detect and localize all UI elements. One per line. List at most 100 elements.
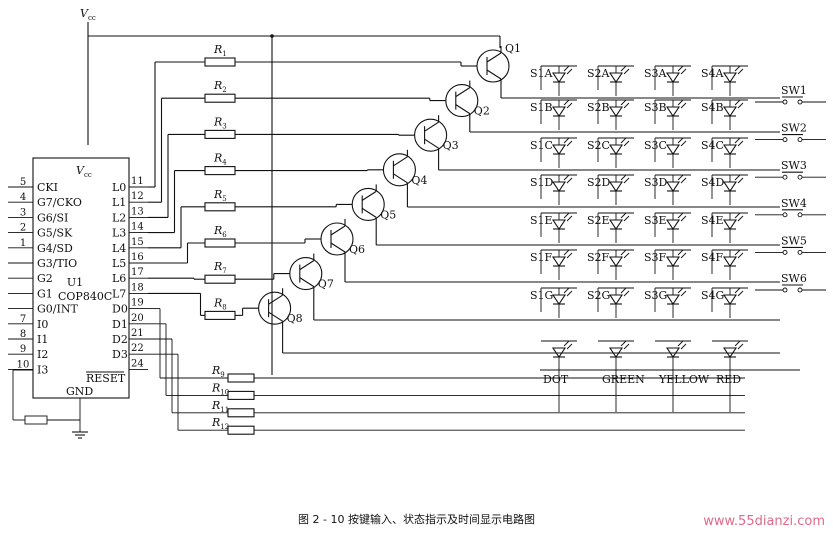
switch-label: SW5 [781,234,807,247]
led-s1c [551,144,567,155]
led-ray [677,99,684,106]
led-ray [566,140,573,147]
led-ray [737,290,744,297]
pin-name-right: L6 [112,272,126,285]
transistor-collector [393,173,408,184]
led-ray [680,290,687,297]
transistor-label: Q3 [443,139,459,152]
resistor-label: R5 [213,188,227,203]
resistor-label: R4 [213,152,227,167]
switch-label: SW4 [781,197,807,210]
transistor-emitter [299,260,315,271]
static-wiring [12,22,501,439]
resistor-r4 [204,166,236,176]
led-label: S1D [530,176,554,189]
status-led-label: DOT [543,373,569,386]
led-ray [620,99,627,106]
resistor-label: R10 [211,381,229,396]
switch-contact [797,249,803,255]
led-s3b [665,106,681,117]
transistor-label: Q1 [505,42,521,55]
transistor-collector [299,277,315,288]
pin-number-left: 4 [20,192,26,203]
pin-number-right: 19 [131,298,144,309]
led-ray [734,137,741,144]
transistor-label: Q5 [380,208,396,221]
transistor-collector [424,138,439,149]
led-label: S2C [587,139,610,152]
led-ray [623,215,630,222]
led-label: S2G [587,289,610,302]
led-s1d [551,181,567,192]
transistor-emitter [486,52,502,63]
transistor-emitter [268,294,283,305]
led-ray [620,287,627,294]
resistor-label: R2 [213,79,227,94]
led-s2a [608,72,624,83]
transistor-label: Q8 [287,312,303,325]
led-ray [563,137,570,144]
led-label: S2A [587,67,611,80]
transistor-collector [268,311,283,322]
pin-number-right: 16 [131,252,144,263]
resistor-label: R1 [213,43,227,58]
transistor-collector [455,104,471,115]
resistor-r10 [227,390,255,400]
led-ray [737,343,744,350]
transistor-emitter [455,87,471,98]
resistor-label: R9 [211,364,225,379]
led-s4e [722,219,738,230]
resistor-r7 [204,274,236,284]
pin-name-right: L5 [112,257,126,270]
pin-name-left: G3/TIO [37,257,77,270]
resistor-r11 [227,408,255,418]
led-ray [677,340,684,347]
pin-number-right: 15 [131,237,144,248]
switch-contact [797,212,803,218]
led-ray [680,215,687,222]
led-ray [677,65,684,72]
pin-name-right: D0 [112,303,128,316]
led-ray [563,174,570,181]
led-s2c [608,144,624,155]
switch-contact [782,174,788,180]
pin-name-right: L7 [112,287,126,300]
led-ray [620,65,627,72]
led-s2f [608,256,624,267]
led-label: S1A [530,67,554,80]
pin-name-right: D2 [112,333,128,346]
transistor-emitter [424,121,439,132]
pin-name-right: L2 [112,211,126,224]
resistor-r6 [204,238,236,248]
switch-contact [782,249,788,255]
led-ray [680,177,687,184]
transistor-emitter [393,156,408,167]
led-ray [734,212,741,219]
led-ray [734,249,741,256]
pin-name-left: G2 [37,272,53,285]
pin-name-left: G7/CKO [37,196,82,209]
led-ray [734,174,741,181]
led-s2b [608,106,624,117]
led-s4d [722,181,738,192]
led-label: S1G [530,289,553,302]
led-label: S4A [701,67,725,80]
led-ray [566,102,573,109]
status-led-label: RED [716,373,741,386]
transistor-emitter [330,225,346,236]
led-ray [623,140,630,147]
led-label: S2D [587,176,611,189]
led-s4c [722,144,738,155]
status-led-green [608,347,624,358]
led-ray [737,68,744,75]
led-s1f [551,256,567,267]
resistor-r12 [227,425,255,435]
figure-caption: 图 2 - 10 按键输入、状态指示及时间显示电路图 [298,513,535,526]
led-s4g [722,294,738,305]
led-label: S3G [644,289,667,302]
resistor-r3 [204,129,236,139]
pin-number-right: 24 [131,358,144,369]
pin-name-right: D1 [112,318,128,331]
pin-number-left: 1 [20,238,26,249]
